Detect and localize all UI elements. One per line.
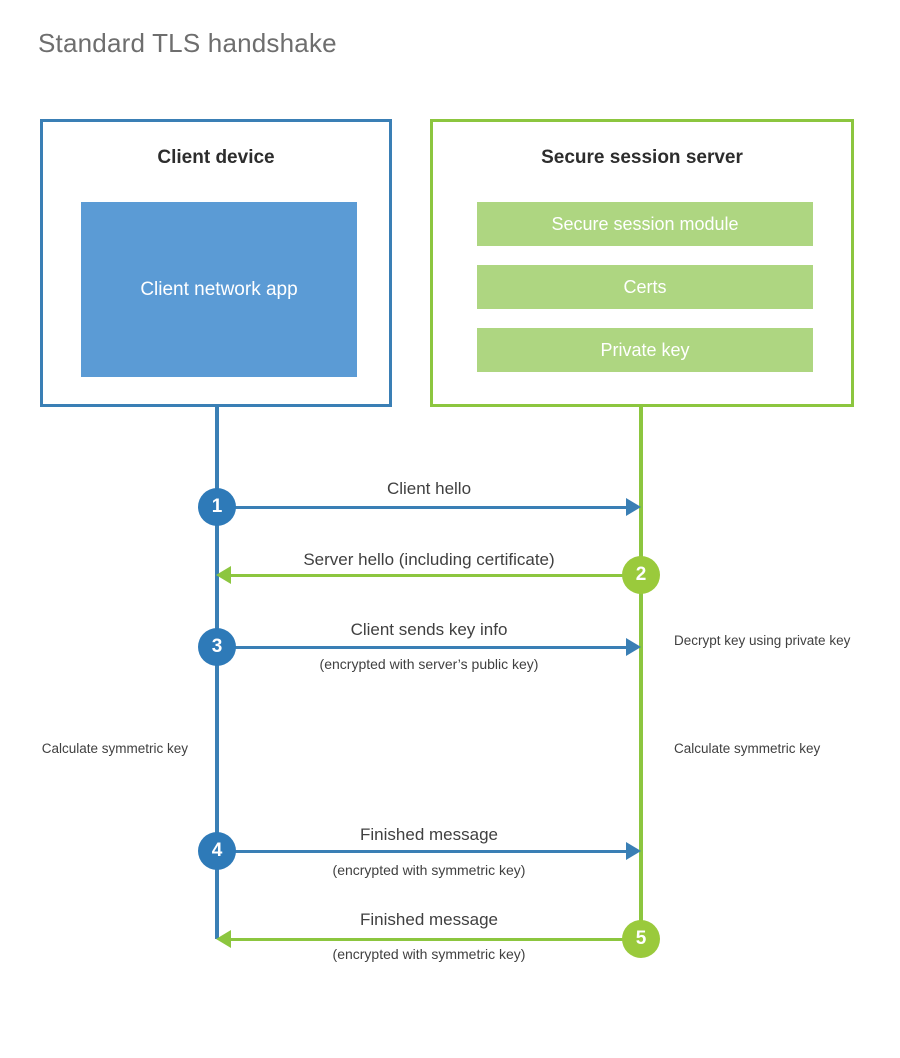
step-2-circle: 2 [622, 556, 660, 594]
step-4-arrow-line [217, 850, 627, 853]
step-1-label: Client hello [386, 479, 472, 498]
server-lifeline [639, 406, 643, 939]
step-2-label: Server hello (including certificate) [303, 550, 555, 569]
client-network-app-block: Client network app [81, 202, 357, 377]
step-5-arrowhead-icon [216, 930, 231, 948]
step-4-sublabel: (encrypted with symmetric key) [332, 862, 526, 878]
server-module-certs: Certs [477, 265, 813, 309]
step-4-arrowhead-icon [626, 842, 641, 860]
server-module-private-key: Private key [477, 328, 813, 372]
step-3-arrowhead-icon [626, 638, 641, 656]
step-2-arrow-line [231, 574, 641, 577]
step-5-arrow-line [231, 938, 641, 941]
server-module-secure-session-module: Secure session module [477, 202, 813, 246]
step-1-circle: 1 [198, 488, 236, 526]
step-3-circle: 3 [198, 628, 236, 666]
secure-session-server-box: Secure session server Secure session mod… [430, 119, 854, 407]
step-5-sublabel: (encrypted with symmetric key) [332, 946, 526, 962]
note-server-calculate-symmetric-key: Calculate symmetric key [674, 741, 821, 756]
note-decrypt-key: Decrypt key using private key [674, 633, 851, 648]
client-device-box: Client device Client network app [40, 119, 392, 407]
step-3-sublabel: (encrypted with server’s public key) [319, 656, 539, 672]
client-device-title: Client device [157, 147, 275, 168]
step-1-arrow-line [217, 506, 627, 509]
step-1-arrowhead-icon [626, 498, 641, 516]
note-client-calculate-symmetric-key: Calculate symmetric key [41, 741, 188, 756]
step-2-arrowhead-icon [216, 566, 231, 584]
step-3-arrow-line [217, 646, 627, 649]
step-5-circle: 5 [622, 920, 660, 958]
step-4-circle: 4 [198, 832, 236, 870]
step-3-label: Client sends key info [350, 620, 508, 639]
step-4-label: Finished message [360, 825, 498, 844]
step-5-label: Finished message [360, 910, 498, 929]
client-lifeline [215, 406, 219, 939]
secure-session-server-title: Secure session server [541, 147, 743, 168]
page-title: Standard TLS handshake [38, 28, 337, 58]
